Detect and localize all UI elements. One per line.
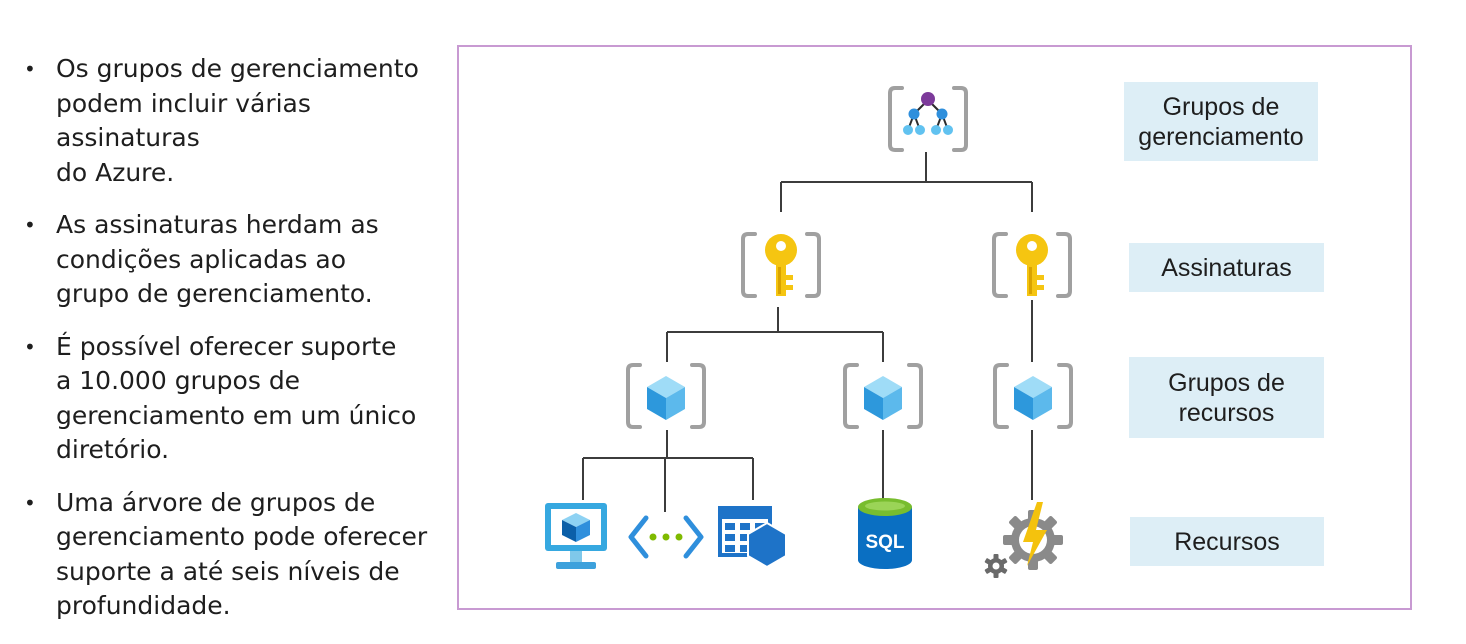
bullet-item: • Uma árvore de grupos de gerenciamento po… — [22, 486, 462, 624]
bullet-text-line: diretório. — [56, 435, 170, 464]
bullet-text-line: suporte a até seis níveis de — [56, 556, 400, 586]
table-icon — [718, 506, 787, 569]
level-label-subscriptions: Assinaturas — [1129, 243, 1324, 292]
virtual-machine-icon — [545, 503, 607, 569]
bullet-dot: • — [24, 490, 36, 515]
management-group-icon — [888, 86, 968, 152]
bullet-item: • É possível oferecer suporte a 10.000 gru… — [22, 330, 462, 468]
bullet-text-line: É possível oferecer suporte — [56, 331, 397, 361]
bullet-text-line: Os grupos de gerenciamento — [56, 54, 419, 83]
bullet-text-line: As assinaturas herdam as — [56, 210, 379, 239]
level-label-line: Grupos de — [1168, 368, 1285, 397]
bullet-text-line: a 10.000 grupos de — [56, 366, 301, 395]
bullet-text-line: Uma árvore de grupos de — [56, 487, 376, 517]
bullet-item: • As assinaturas herdam as condições aplic… — [22, 208, 462, 312]
connector-lines — [582, 152, 1033, 512]
bullet-text-line: gerenciamento em um único — [56, 400, 417, 430]
code-icon — [628, 515, 704, 559]
bullet-list: • Os grupos de gerenciamento podem incluir… — [22, 52, 462, 642]
bullet-text-line: grupo de gerenciamento. — [56, 279, 373, 308]
level-label-line: recursos — [1178, 398, 1275, 427]
resource-group-cube-icon — [995, 365, 1071, 427]
bullet-dot: • — [24, 334, 36, 359]
function-app-icon — [984, 502, 1063, 578]
bullet-text-line: podem incluir várias assinaturas — [56, 88, 311, 153]
sql-label: SQL — [865, 532, 904, 553]
resource-group-cube-icon — [628, 365, 704, 427]
bullet-text-line: do Azure. — [56, 157, 175, 187]
level-label-line: Grupos de — [1162, 92, 1280, 121]
bullet-dot: • — [24, 57, 36, 81]
sql-database-icon: SQL — [858, 498, 912, 569]
resource-group-cube-icon — [845, 365, 921, 427]
bullet-text-line: gerenciamento pode oferecer — [56, 522, 428, 551]
bullet-item: • Os grupos de gerenciamento podem incluir… — [22, 52, 462, 190]
diagram-frame — [457, 45, 1412, 610]
bullet-dot: • — [24, 213, 36, 237]
bullet-text-line: profundidade. — [56, 591, 231, 620]
level-label-line: Assinaturas — [1161, 253, 1292, 282]
level-label-line: Recursos — [1174, 527, 1280, 556]
subscription-key-icon — [994, 234, 1070, 296]
subscription-key-icon — [743, 234, 819, 296]
level-label-line: gerenciamento — [1138, 122, 1304, 151]
bullet-text-line: condições aplicadas ao — [56, 244, 347, 274]
level-label-resources: Recursos — [1130, 517, 1324, 566]
